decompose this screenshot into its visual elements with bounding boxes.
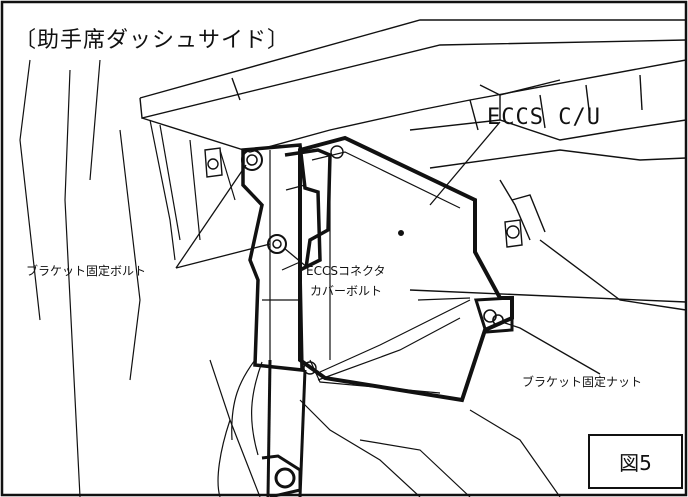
leader-lines [175, 121, 601, 375]
dash-bolts [204, 145, 523, 248]
section-title: 〔助手席ダッシュサイド〕 [14, 28, 291, 53]
bracket-fixing-bolt-label: ブラケット固定ボルト [26, 264, 147, 278]
bracket-fixing-nut-label: ブラケット固定ナット [522, 375, 643, 389]
dash-underside [139, 19, 687, 311]
dash-side-lines [19, 59, 561, 497]
ecu-bracket [241, 143, 332, 372]
ecu-label: ECCS C/U [487, 105, 601, 130]
lower-bracket-leg [217, 359, 307, 497]
bracket-nut-mount [417, 296, 514, 334]
connector-cover-bolt-label-line2: カバーボルト [310, 284, 383, 298]
figure-number-box: 図5 [588, 434, 683, 489]
figure-number: 図5 [619, 451, 652, 475]
connector-cover-bolt-label-line1: ECCSコネクタ [306, 264, 386, 278]
